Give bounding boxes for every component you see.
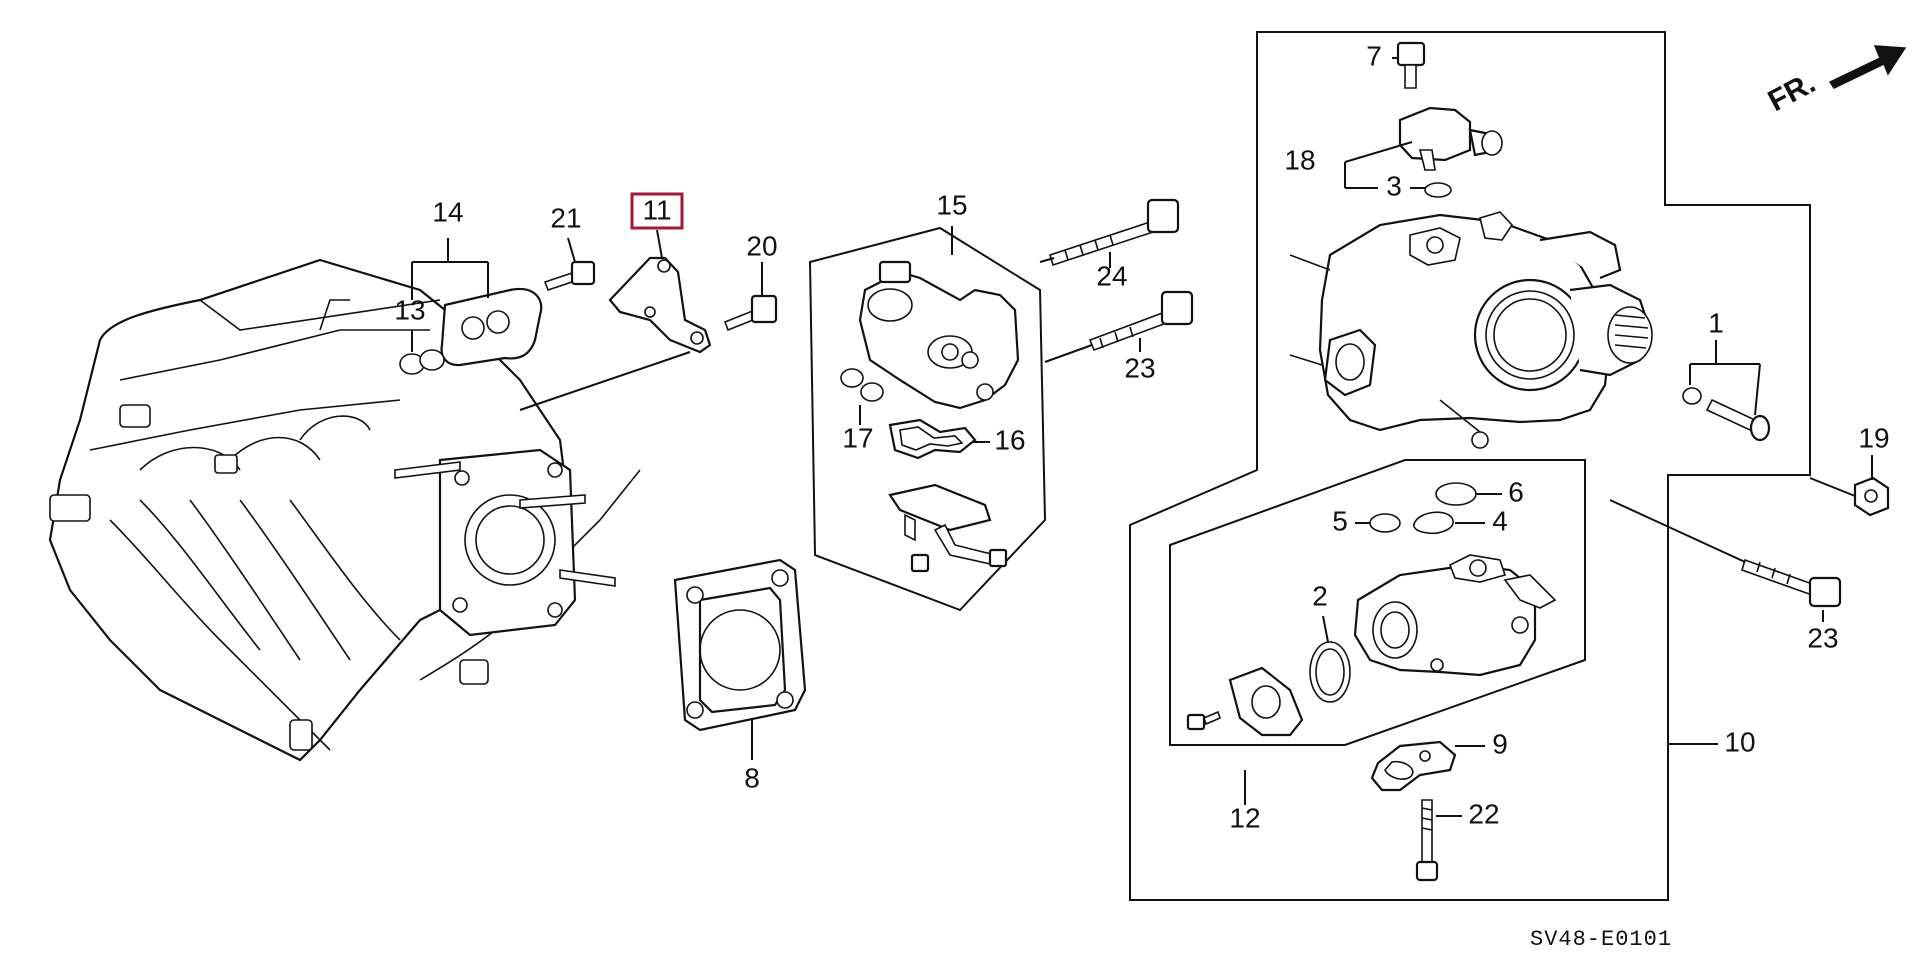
diagram-code: SV48-E0101 bbox=[1530, 927, 1672, 952]
callout-5[interactable]: 5 bbox=[1332, 505, 1348, 536]
o-ring-6[interactable] bbox=[1435, 482, 1477, 506]
bolt-24[interactable] bbox=[1049, 198, 1180, 267]
callout-20[interactable]: 20 bbox=[746, 230, 777, 261]
bolt-21[interactable] bbox=[543, 260, 596, 292]
leader-lines bbox=[411, 57, 1873, 817]
iac-valve[interactable] bbox=[858, 260, 1020, 410]
callout-15[interactable]: 15 bbox=[936, 189, 967, 220]
callout-10[interactable]: 10 bbox=[1724, 726, 1755, 757]
callout-7[interactable]: 7 bbox=[1366, 40, 1382, 71]
intake-manifold[interactable] bbox=[48, 258, 641, 762]
bolt-23-upper[interactable] bbox=[1088, 290, 1194, 352]
bolt-23-lower[interactable] bbox=[1741, 558, 1842, 608]
o-ring-2[interactable] bbox=[1309, 641, 1351, 703]
throttle-body[interactable] bbox=[1289, 211, 1653, 449]
o-ring-17[interactable] bbox=[840, 368, 884, 402]
callout-2[interactable]: 2 bbox=[1312, 580, 1328, 611]
bolt-7[interactable] bbox=[1396, 41, 1426, 89]
fiav-gasket[interactable] bbox=[1228, 666, 1304, 737]
front-indicator-label: FR. bbox=[1763, 66, 1821, 118]
callout-3[interactable]: 3 bbox=[1386, 170, 1402, 201]
o-ring-4[interactable] bbox=[1413, 511, 1454, 535]
nut-19[interactable] bbox=[1853, 476, 1890, 517]
callout-12[interactable]: 12 bbox=[1229, 802, 1260, 833]
callout-14[interactable]: 14 bbox=[432, 196, 463, 227]
callout-13[interactable]: 13 bbox=[394, 294, 425, 325]
callout-21[interactable]: 21 bbox=[550, 202, 581, 233]
gasket-8[interactable] bbox=[673, 558, 807, 732]
callout-22[interactable]: 22 bbox=[1468, 798, 1499, 829]
tps-screw-1[interactable] bbox=[1682, 387, 1771, 442]
callout-23-upper[interactable]: 23 bbox=[1124, 352, 1155, 383]
bracket-11[interactable] bbox=[608, 256, 712, 354]
callout-11[interactable]: 11 bbox=[642, 194, 671, 225]
o-ring-3[interactable] bbox=[1424, 182, 1452, 198]
map-sensor-18[interactable] bbox=[1398, 106, 1503, 171]
callout-1[interactable]: 1 bbox=[1708, 307, 1724, 338]
gasket-14[interactable] bbox=[440, 287, 543, 367]
bolt-22[interactable] bbox=[1415, 799, 1439, 882]
o-ring-13[interactable] bbox=[399, 349, 445, 375]
bolt-20[interactable] bbox=[723, 294, 778, 332]
fiav-body[interactable] bbox=[1353, 554, 1557, 677]
callout-18[interactable]: 18 bbox=[1284, 144, 1315, 175]
front-arrow-icon bbox=[1828, 45, 1907, 89]
callout-9[interactable]: 9 bbox=[1492, 728, 1508, 759]
iac-valve-group-box bbox=[808, 226, 1047, 612]
callout-17[interactable]: 17 bbox=[842, 422, 873, 453]
callout-16[interactable]: 16 bbox=[994, 424, 1025, 455]
o-ring-5[interactable] bbox=[1369, 513, 1401, 533]
fiav-screw[interactable] bbox=[1186, 710, 1221, 731]
fiav-group-box bbox=[1169, 459, 1586, 746]
callout-8[interactable]: 8 bbox=[744, 762, 760, 793]
bracket-9[interactable] bbox=[1370, 740, 1457, 792]
callout-19[interactable]: 19 bbox=[1858, 422, 1889, 453]
callout-labels: 14 13 21 11 20 15 24 23 17 16 8 7 18 3 1… bbox=[394, 40, 1889, 833]
callout-24[interactable]: 24 bbox=[1096, 260, 1127, 291]
callout-6[interactable]: 6 bbox=[1508, 476, 1524, 507]
gasket-16[interactable] bbox=[888, 418, 977, 460]
callout-4[interactable]: 4 bbox=[1492, 505, 1508, 536]
highlight-box-11 bbox=[630, 192, 684, 230]
throttle-body-assy-outline bbox=[1129, 31, 1811, 901]
callout-23-lower[interactable]: 23 bbox=[1807, 622, 1838, 653]
iac-bracket[interactable] bbox=[888, 483, 1008, 573]
